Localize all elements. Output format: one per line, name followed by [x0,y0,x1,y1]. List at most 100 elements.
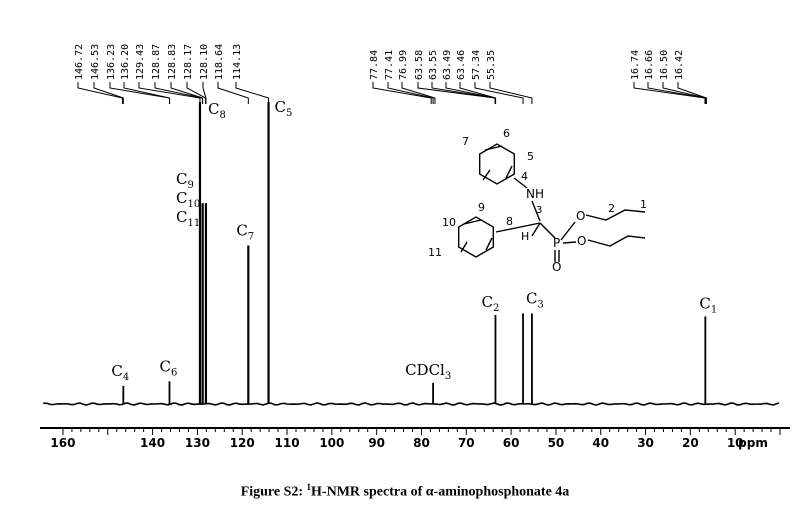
peak-list-value: 63.58 [414,50,425,80]
peak-list-value: 63.55 [428,50,439,80]
peak-list-leader [217,82,249,104]
x-tick-label: 120 [230,436,255,450]
peak-list-leader [202,82,207,104]
peak-label-c7: C7 [236,221,254,242]
amine-label: NH [526,187,544,201]
x-tick-label: 60 [503,436,520,450]
x-tick-label: 70 [458,436,475,450]
peak-list-leader [138,82,201,104]
peak-list-value: 136.23 [106,44,117,80]
peak-list-value: 57.34 [471,50,482,80]
atom-number-6: 6 [503,127,510,140]
x-axis-label: ppm [738,436,768,450]
bond [560,221,576,241]
peak-label-c4: C4 [111,362,129,383]
x-tick-label: 20 [682,436,699,450]
caption-prefix: Figure S2: [240,484,307,500]
atom-number-8: 8 [506,215,513,228]
peak-list-value: 16.42 [674,50,685,80]
x-tick-label: 110 [275,436,300,450]
atom-number-3: 3 [536,205,542,216]
caption-text: H-NMR spectra of α-aminophosphonate 4a [311,484,570,500]
peak-label-c5: C5 [275,98,293,119]
bond [513,177,528,189]
peak-list-leader [93,82,124,104]
peak-label-c2: C2 [481,293,499,314]
peak-list-value: 136.20 [120,44,131,80]
peak-list-leader [123,82,171,104]
h-label: H [521,230,529,243]
bond [531,222,541,237]
peak-list-value: 16.74 [630,50,641,80]
peak-label-c9: C9 [176,170,194,191]
x-tick-label: 30 [637,436,654,450]
peak-list-leader [489,82,533,104]
x-tick-label: 50 [548,436,565,450]
oxygen-label: O [552,260,561,274]
peak-list-value: 129.43 [135,44,146,80]
bond [460,219,493,253]
peak-list-leader [77,82,123,104]
peak-list-leader [633,82,706,104]
peak-list-value: 128.10 [199,44,210,80]
peak-list-value: 146.72 [74,44,85,80]
peak-label-c6: C6 [159,357,177,378]
bond [562,241,577,244]
peak-list-leader [170,82,204,104]
bond [495,222,541,233]
peak-list-value: 55.35 [486,50,497,80]
peak-label-c10: C10 [176,189,200,210]
atom-number-7: 7 [462,135,469,148]
peak-list-value: 146.53 [90,44,101,80]
peak-list-value: 114.13 [232,44,243,80]
spectrum-peaks [122,102,707,404]
bond [479,143,515,185]
peak-list-leader [109,82,170,104]
peak-label-cdcl3: CDCl3 [405,361,451,382]
peak-label-c1: C1 [699,294,717,315]
peak-list-leader [647,82,706,104]
peak-label-c3: C3 [526,289,544,310]
x-tick-label: 90 [368,436,385,450]
bond [531,200,541,222]
bond [587,235,646,247]
atom-number-11: 11 [428,246,442,259]
x-tick-label: 130 [185,436,210,450]
baseline [43,402,780,406]
phosphorus-label: P [553,236,560,250]
bond [482,145,513,181]
x-tick-label: 160 [50,436,75,450]
peak-list-value: 63.46 [456,50,467,80]
bond [554,250,560,262]
oxygen-label: O [577,234,586,248]
x-tick-label: 10 [727,436,744,450]
x-tick-label: 80 [413,436,430,450]
peak-list-leader [431,82,496,104]
peak-list-value: 77.84 [369,50,380,80]
peak-list-leader [372,82,432,104]
atom-number-1: 1 [640,198,647,211]
peak-list-value: 118.64 [214,44,225,80]
peak-list-leader [401,82,436,104]
peak-list-value: 77.41 [384,50,395,80]
peak-list-leader [417,82,496,104]
peak-list-value: 16.66 [644,50,655,80]
atom-number-10: 10 [442,216,456,229]
atom-number-5: 5 [527,150,534,163]
caption-superscript: 1 [306,482,312,492]
peak-label-c8: C8 [208,100,226,121]
peak-list-value: 16.50 [659,50,670,80]
atom-number-4: 4 [521,170,528,183]
peak-list-leader [474,82,524,104]
x-tick-label: 100 [319,436,344,450]
peak-list-value: 76.99 [398,50,409,80]
atom-number-9: 9 [478,201,485,214]
figure-caption: Figure S2: 1H-NMR spectra of α-aminophos… [0,482,810,501]
spectrum-baseline [43,402,780,406]
oxygen-label: O [576,209,585,223]
peak-list-value: 128.17 [183,44,194,80]
